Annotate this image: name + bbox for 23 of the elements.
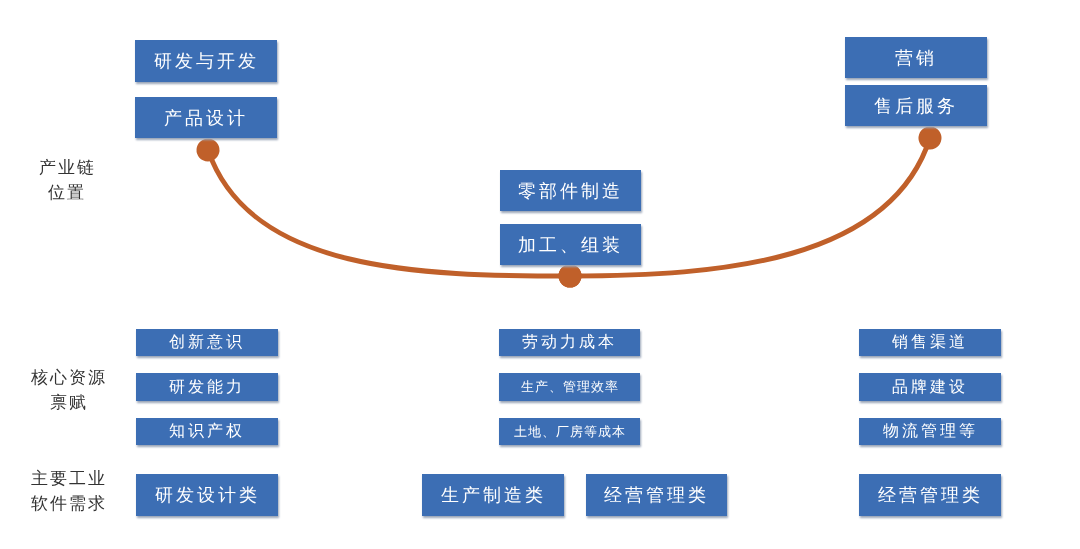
text-box: 知识产权 — [136, 418, 278, 445]
row-label: 产业链位置 — [37, 156, 97, 204]
text-box: 经营管理类 — [859, 474, 1001, 516]
text-box: 生产制造类 — [422, 474, 564, 516]
text-box: 营销 — [845, 37, 987, 78]
text-box: 加工、组装 — [500, 224, 641, 265]
row-label: 主要工业软件需求 — [30, 467, 108, 515]
text-box: 售后服务 — [845, 85, 987, 126]
text-box: 研发能力 — [136, 373, 278, 401]
text-box: 销售渠道 — [859, 329, 1001, 356]
text-box: 研发与开发 — [135, 40, 277, 82]
text-box: 土地、厂房等成本 — [499, 418, 640, 445]
smile-curve — [558, 126, 942, 288]
text-box: 经营管理类 — [586, 474, 727, 516]
text-box: 研发设计类 — [136, 474, 278, 516]
text-box: 产品设计 — [135, 97, 277, 138]
text-box: 创新意识 — [136, 329, 278, 356]
text-box: 零部件制造 — [500, 170, 641, 211]
text-box: 品牌建设 — [859, 373, 1001, 401]
text-box: 物流管理等 — [859, 418, 1001, 445]
text-box: 生产、管理效率 — [499, 373, 640, 401]
text-box: 劳动力成本 — [499, 329, 640, 356]
row-label: 核心资源禀赋 — [30, 366, 108, 414]
